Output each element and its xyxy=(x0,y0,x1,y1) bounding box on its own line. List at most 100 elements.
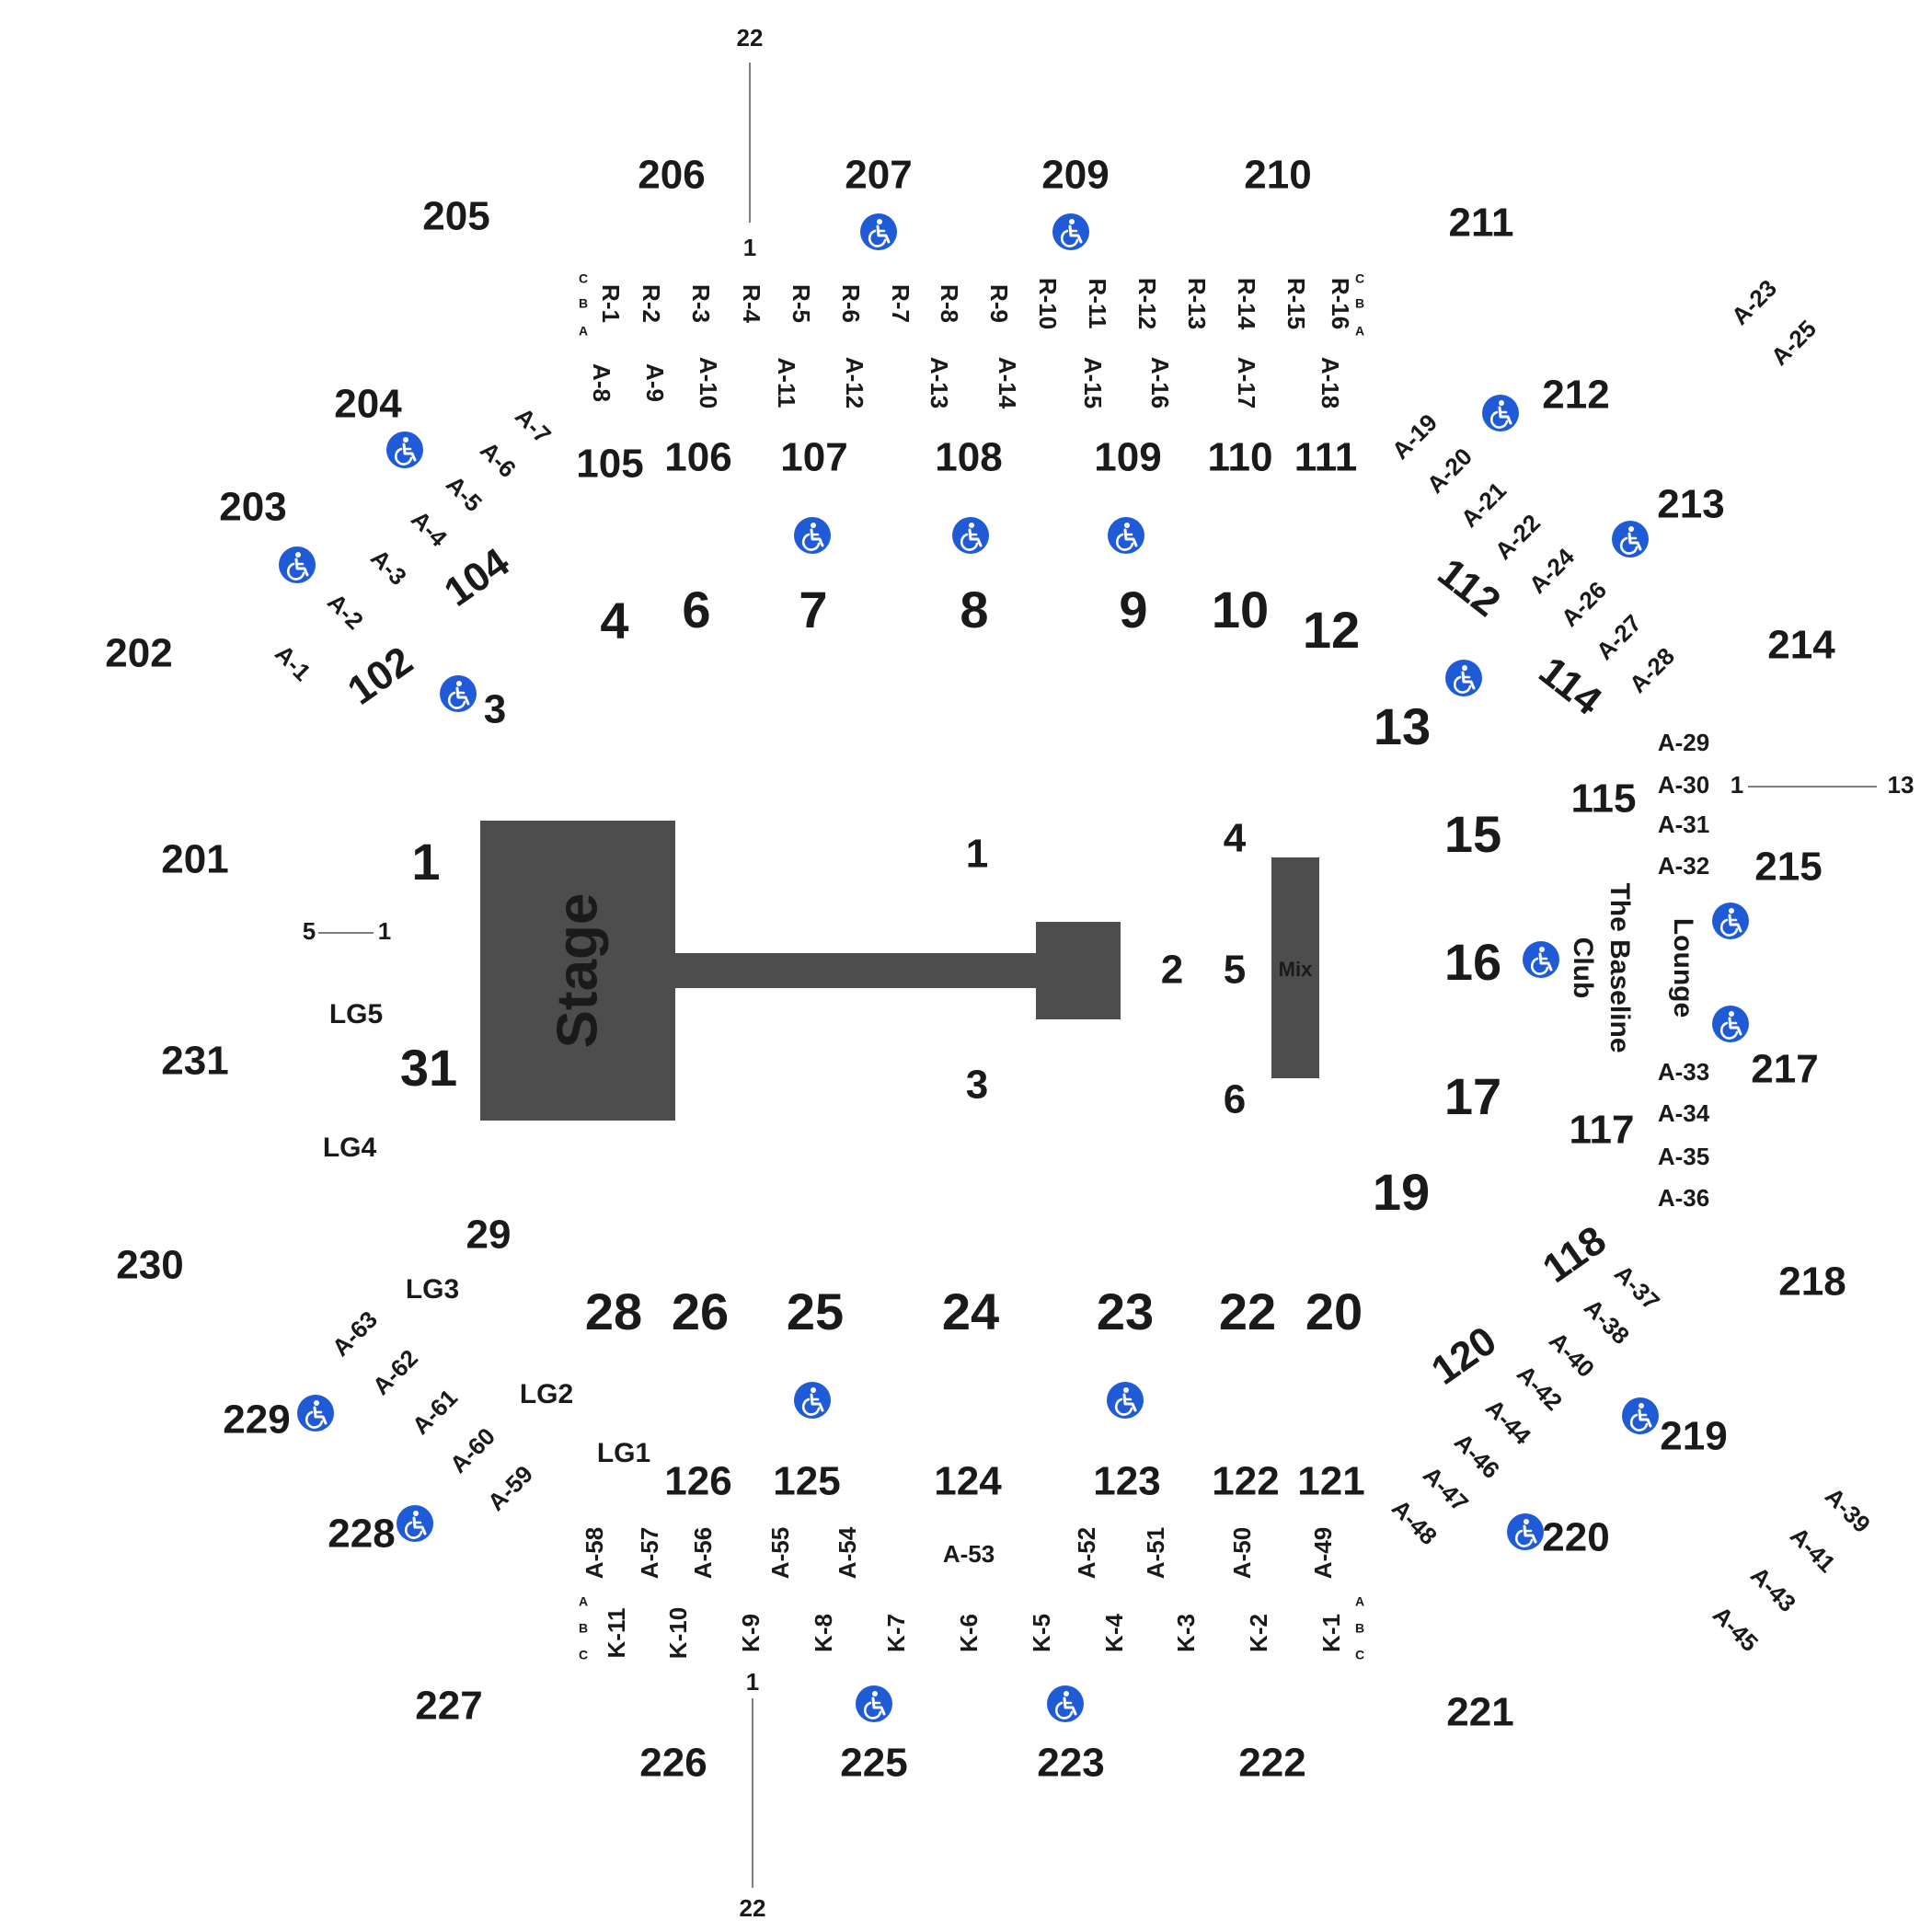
loge-box-lg3[interactable]: LG3 xyxy=(406,1274,459,1305)
wheelchair-icon[interactable] xyxy=(1610,519,1650,559)
section-112[interactable]: 112 xyxy=(1430,550,1509,626)
section-213[interactable]: 213 xyxy=(1657,482,1724,527)
floor-section-20[interactable]: 20 xyxy=(1305,1282,1363,1340)
floor-section-31[interactable]: 31 xyxy=(400,1039,457,1097)
wheelchair-icon[interactable] xyxy=(1045,1684,1086,1724)
wheelchair-icon[interactable] xyxy=(1710,901,1751,941)
loge-box-lg1[interactable]: LG1 xyxy=(597,1438,650,1468)
section-220[interactable]: 220 xyxy=(1542,1515,1609,1560)
section-219[interactable]: 219 xyxy=(1660,1414,1727,1459)
baseline-club-label-line1[interactable]: The Baseline xyxy=(1604,882,1635,1052)
floor-section-4[interactable]: 4 xyxy=(600,592,628,650)
wheelchair-icon[interactable] xyxy=(1620,1396,1661,1436)
floor-section-3[interactable]: 3 xyxy=(484,687,506,732)
wheelchair-icon[interactable] xyxy=(1443,658,1484,698)
section-109[interactable]: 109 xyxy=(1094,435,1161,480)
floor-section-29[interactable]: 29 xyxy=(466,1213,512,1258)
floor-section-19[interactable]: 19 xyxy=(1373,1163,1430,1221)
section-104[interactable]: 104 xyxy=(436,539,518,615)
section-212[interactable]: 212 xyxy=(1542,373,1609,418)
section-226[interactable]: 226 xyxy=(639,1741,707,1786)
section-230[interactable]: 230 xyxy=(116,1243,183,1288)
wheelchair-icon[interactable] xyxy=(1480,393,1521,433)
pit-section-4[interactable]: 4 xyxy=(1224,816,1247,861)
section-108[interactable]: 108 xyxy=(935,435,1002,480)
section-225[interactable]: 225 xyxy=(840,1741,907,1786)
floor-section-17[interactable]: 17 xyxy=(1444,1067,1501,1125)
floor-section-15[interactable]: 15 xyxy=(1444,805,1501,863)
wheelchair-icon[interactable] xyxy=(950,515,991,556)
section-221[interactable]: 221 xyxy=(1446,1690,1513,1735)
wheelchair-icon[interactable] xyxy=(1710,1004,1751,1044)
section-121[interactable]: 121 xyxy=(1297,1459,1364,1504)
floor-section-9[interactable]: 9 xyxy=(1119,581,1147,638)
wheelchair-icon[interactable] xyxy=(438,673,478,714)
floor-section-12[interactable]: 12 xyxy=(1303,601,1360,659)
floor-section-8[interactable]: 8 xyxy=(960,581,988,638)
floor-section-13[interactable]: 13 xyxy=(1374,697,1431,755)
section-106[interactable]: 106 xyxy=(664,435,731,480)
wheelchair-icon[interactable] xyxy=(1051,212,1091,252)
loge-box-lg2[interactable]: LG2 xyxy=(520,1379,573,1409)
wheelchair-icon[interactable] xyxy=(1105,1380,1145,1420)
section-111[interactable]: 111 xyxy=(1294,435,1358,480)
floor-section-16[interactable]: 16 xyxy=(1444,933,1501,991)
section-227[interactable]: 227 xyxy=(415,1684,482,1729)
section-218[interactable]: 218 xyxy=(1778,1259,1846,1305)
section-123[interactable]: 123 xyxy=(1093,1459,1160,1504)
floor-section-28[interactable]: 28 xyxy=(585,1282,642,1340)
floor-section-6[interactable]: 6 xyxy=(682,581,710,638)
floor-section-7[interactable]: 7 xyxy=(799,581,827,638)
floor-section-10[interactable]: 10 xyxy=(1212,581,1269,638)
wheelchair-icon[interactable] xyxy=(385,430,425,470)
wheelchair-icon[interactable] xyxy=(792,515,833,556)
section-115[interactable]: 115 xyxy=(1571,776,1637,822)
loge-box-lg4[interactable]: LG4 xyxy=(323,1133,377,1163)
section-125[interactable]: 125 xyxy=(773,1459,840,1504)
section-209[interactable]: 209 xyxy=(1041,153,1109,198)
section-223[interactable]: 223 xyxy=(1037,1741,1104,1786)
section-102[interactable]: 102 xyxy=(339,638,420,714)
wheelchair-icon[interactable] xyxy=(858,212,899,252)
wheelchair-icon[interactable] xyxy=(792,1380,833,1420)
section-222[interactable]: 222 xyxy=(1238,1741,1305,1786)
floor-section-26[interactable]: 26 xyxy=(672,1282,729,1340)
pit-section-6[interactable]: 6 xyxy=(1224,1077,1246,1122)
section-120[interactable]: 120 xyxy=(1423,1318,1504,1394)
wheelchair-icon[interactable] xyxy=(1505,1512,1546,1552)
stage[interactable] xyxy=(480,821,675,1121)
section-205[interactable]: 205 xyxy=(422,194,489,239)
pit-section-2[interactable]: 2 xyxy=(1161,948,1183,993)
wheelchair-icon[interactable] xyxy=(277,545,317,585)
section-214[interactable]: 214 xyxy=(1767,623,1835,668)
section-211[interactable]: 211 xyxy=(1449,201,1514,246)
section-210[interactable]: 210 xyxy=(1244,153,1311,198)
lounge-label[interactable]: Lounge xyxy=(1668,918,1698,1018)
section-110[interactable]: 110 xyxy=(1208,435,1273,480)
section-122[interactable]: 122 xyxy=(1212,1459,1279,1504)
floor-section-1[interactable]: 1 xyxy=(411,833,440,891)
section-124[interactable]: 124 xyxy=(934,1459,1002,1504)
floor-section-23[interactable]: 23 xyxy=(1097,1282,1154,1340)
wheelchair-icon[interactable] xyxy=(295,1393,336,1433)
loge-box-lg5[interactable]: LG5 xyxy=(329,999,383,1029)
section-202[interactable]: 202 xyxy=(105,631,172,676)
pit-section-1[interactable]: 1 xyxy=(966,832,988,877)
section-201[interactable]: 201 xyxy=(161,837,228,882)
section-206[interactable]: 206 xyxy=(638,153,705,198)
wheelchair-icon[interactable] xyxy=(854,1684,894,1724)
section-207[interactable]: 207 xyxy=(845,153,912,198)
baseline-club-label-line2[interactable]: Club xyxy=(1568,937,1598,999)
wheelchair-icon[interactable] xyxy=(1521,939,1561,980)
section-118[interactable]: 118 xyxy=(1535,1217,1614,1292)
floor-section-22[interactable]: 22 xyxy=(1219,1282,1276,1340)
section-215[interactable]: 215 xyxy=(1754,845,1822,890)
wheelchair-icon[interactable] xyxy=(395,1503,435,1544)
section-229[interactable]: 229 xyxy=(223,1397,290,1443)
section-231[interactable]: 231 xyxy=(161,1039,228,1084)
section-105[interactable]: 105 xyxy=(576,442,643,487)
section-107[interactable]: 107 xyxy=(780,435,847,480)
section-126[interactable]: 126 xyxy=(664,1459,731,1504)
pit-section-5[interactable]: 5 xyxy=(1224,948,1246,993)
section-228[interactable]: 228 xyxy=(328,1512,395,1557)
